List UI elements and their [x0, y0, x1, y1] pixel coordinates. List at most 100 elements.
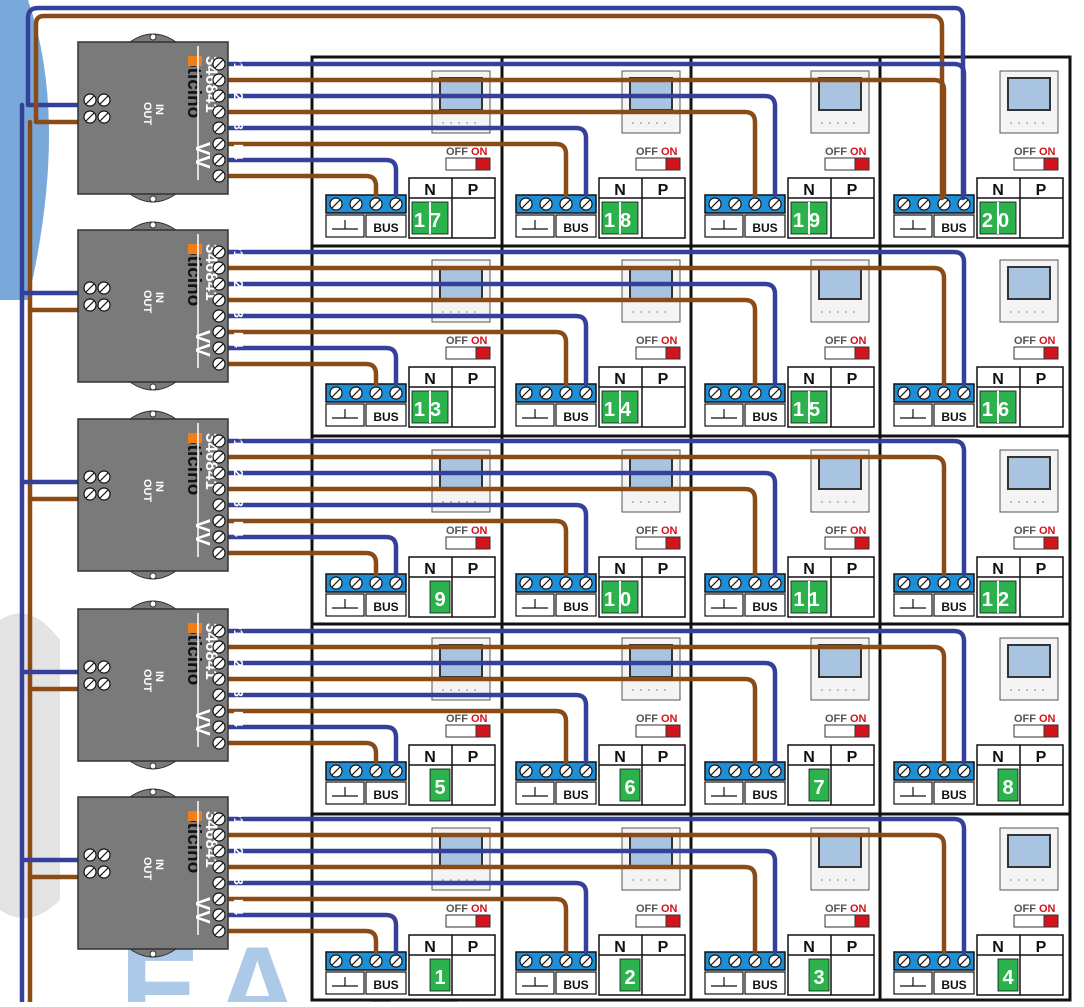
mounting-hole: [149, 950, 157, 958]
terminal-screw-slot: [939, 766, 949, 776]
p-label: P: [468, 371, 479, 388]
terminal-screw-slot: [581, 766, 591, 776]
switch-on-label: ON: [850, 146, 867, 158]
address-number-box: [997, 768, 1019, 802]
address-number-box: [619, 958, 641, 992]
n-label: N: [424, 939, 436, 956]
terminal-screw-slot: [770, 199, 780, 209]
bus-label-box: [744, 781, 786, 805]
n-label: N: [614, 561, 626, 578]
switch-knob: [665, 536, 681, 550]
n-label: N: [424, 371, 436, 388]
mounting-hole: [149, 788, 157, 796]
terminal-screw-slot: [770, 766, 780, 776]
address-number: 2: [624, 967, 635, 989]
terminal-screw-slot: [959, 388, 969, 398]
terminal-screw-slot: [331, 956, 341, 966]
in-out-screw-slot: [99, 850, 109, 860]
out-label: OUT: [141, 290, 153, 314]
terminal-screw-slot: [351, 578, 361, 588]
wire-out-blue: [223, 470, 778, 577]
switch-knob: [475, 346, 491, 360]
switch-on-label: ON: [1039, 146, 1056, 158]
port-label-p2: P2: [231, 651, 246, 667]
terminal-screw-slot: [919, 388, 929, 398]
terminal-screw-slot: [521, 388, 531, 398]
in-label: IN: [153, 859, 165, 870]
terminal-screw-slot: [899, 766, 909, 776]
terminal-screw-slot: [391, 956, 401, 966]
switch-knob: [854, 157, 870, 171]
p-label: P: [658, 182, 669, 199]
switch-knob: [1043, 346, 1059, 360]
bus-label: BUS: [373, 221, 398, 235]
wire-out-blue: [223, 912, 399, 955]
monitor-screen: [1007, 644, 1051, 678]
port-screw-slot: [214, 846, 224, 856]
n-label: N: [803, 561, 815, 578]
terminal-screw-slot: [919, 956, 929, 966]
port-label-p1: P1: [231, 242, 246, 258]
terminal-screw-slot: [541, 578, 551, 588]
terminal-screw-slot: [521, 578, 531, 588]
in-out-screw-slot: [85, 472, 95, 482]
n-label: N: [803, 749, 815, 766]
terminal-screw-slot: [919, 766, 929, 776]
supply-label: VV: [191, 709, 213, 736]
p-label: P: [847, 561, 858, 578]
switch-on-label: ON: [471, 713, 488, 725]
p-label: P: [1036, 561, 1047, 578]
port-label-p4: P4: [231, 144, 246, 161]
wire-out-brown: [223, 329, 569, 387]
bus-label: BUS: [563, 410, 588, 424]
p-label: P: [1036, 182, 1047, 199]
port-screw-slot: [214, 894, 224, 904]
n-label: N: [992, 939, 1004, 956]
bus-label: BUS: [563, 788, 588, 802]
in-out-screw-slot: [85, 300, 95, 310]
monitor-screen: [818, 456, 862, 490]
address-number-box: [808, 958, 830, 992]
switch-off-label: OFF: [1014, 335, 1036, 347]
brand-logo-mark: [188, 811, 202, 821]
wire-out-brown: [223, 141, 569, 198]
brand-logo-mark: [188, 56, 202, 66]
wire-out-blue: [223, 93, 778, 198]
wire-out-blue: [223, 313, 589, 387]
terminal-screw-slot: [541, 766, 551, 776]
wire-loop-blue: [25, 5, 966, 201]
port-screw-slot: [214, 343, 224, 353]
switch-off-label: OFF: [825, 903, 847, 915]
n-label: N: [803, 371, 815, 388]
bus-label: BUS: [373, 788, 398, 802]
port-screw-slot: [214, 468, 224, 478]
bus-label-box: [744, 214, 786, 238]
n-label: N: [424, 749, 436, 766]
switch-off-label: OFF: [1014, 713, 1036, 725]
port-screw-slot: [214, 722, 224, 732]
bus-label: BUS: [373, 600, 398, 614]
bus-label-box: [744, 593, 786, 617]
switch-on-label: ON: [661, 713, 678, 725]
switch-off-label: OFF: [825, 713, 847, 725]
wire-out-blue: [223, 660, 778, 765]
wire-out-brown: [223, 297, 758, 387]
in-out-screw-slot: [85, 867, 95, 877]
switch-knob: [854, 914, 870, 928]
in-out-screw-slot: [85, 850, 95, 860]
terminal-screw-slot: [371, 766, 381, 776]
terminal-screw-slot: [750, 199, 760, 209]
switch-knob: [1043, 914, 1059, 928]
n-label: N: [803, 182, 815, 199]
terminal-screw-slot: [351, 388, 361, 398]
in-out-screw-slot: [85, 679, 95, 689]
wire-out-brown: [223, 676, 758, 765]
brand-logo-mark: [188, 433, 202, 443]
bus-terminal: [893, 383, 975, 403]
bus-label-box: [555, 593, 597, 617]
wire-out-blue: [223, 345, 399, 387]
in-out-screw-slot: [99, 300, 109, 310]
port-screw-slot: [214, 263, 224, 273]
